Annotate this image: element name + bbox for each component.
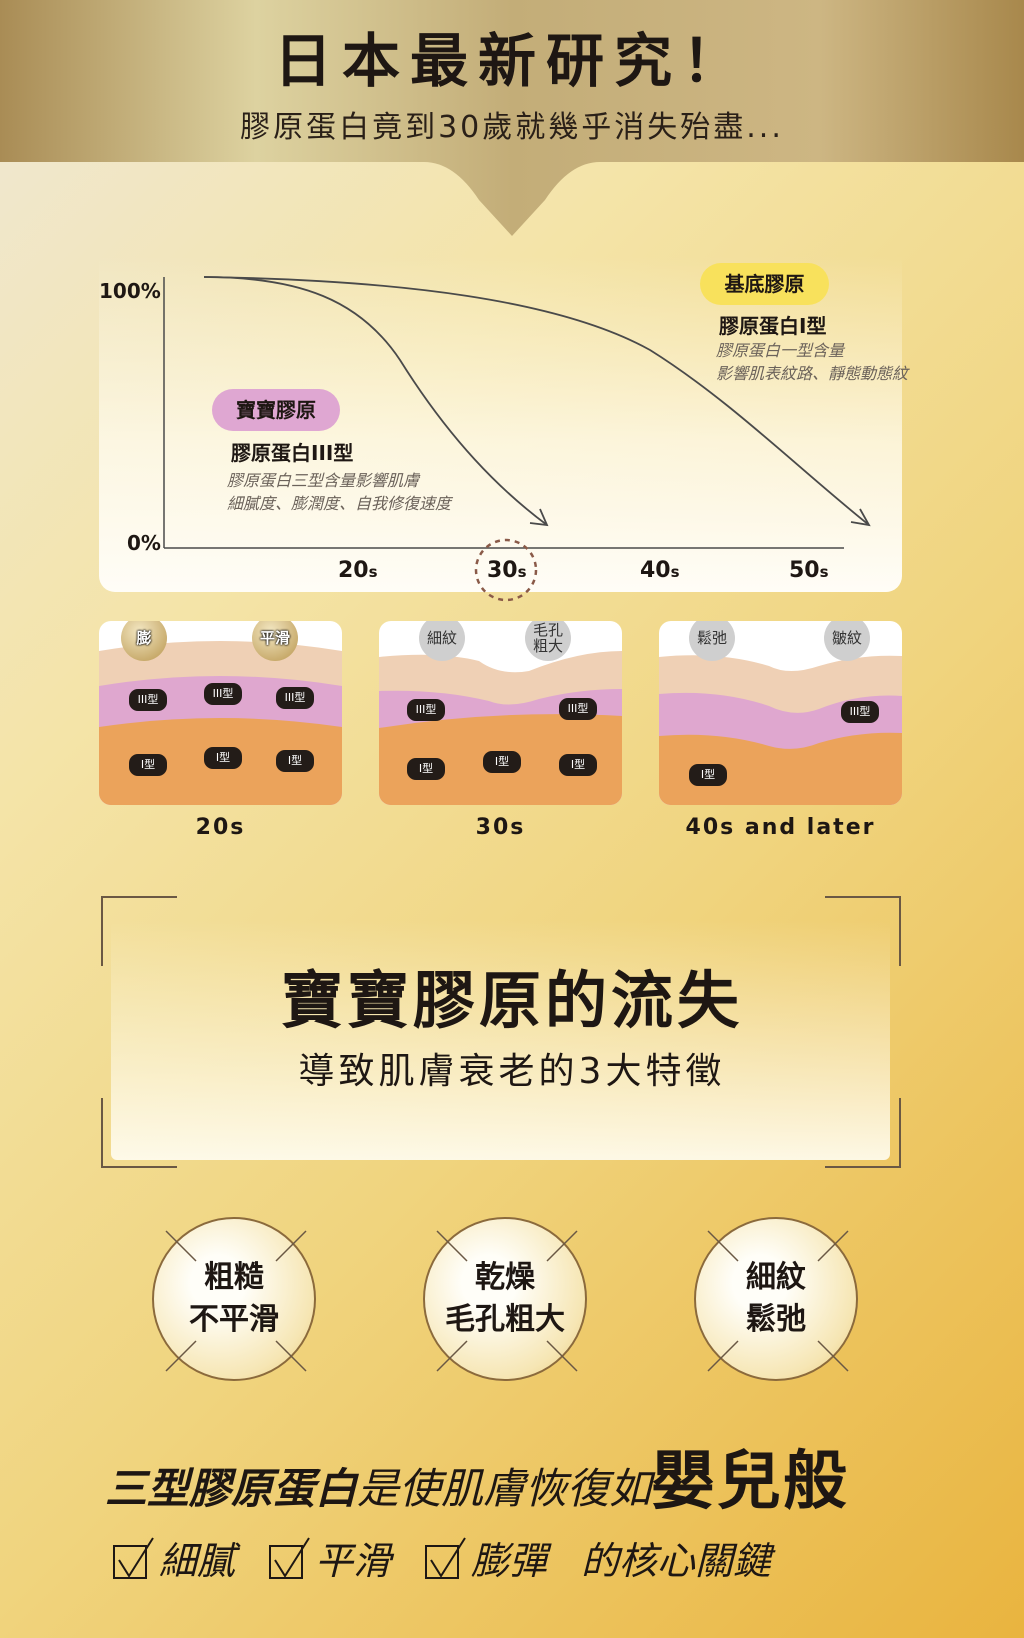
y-label-100: 100% (99, 279, 161, 303)
section-subtitle: 導致肌膚衰老的3大特徵 (298, 1051, 726, 1092)
badge-type3: III型 (407, 699, 445, 721)
type1-arrowhead (850, 508, 871, 527)
age-label-30s: 30s (475, 815, 526, 840)
checkbox-checked-icon (113, 1536, 154, 1579)
badge-type3: III型 (204, 683, 242, 705)
badge-type1: I型 (129, 754, 167, 776)
header-banner (0, 0, 1024, 236)
type1-curve (203, 276, 870, 526)
x-tick-30s: 30s (487, 558, 527, 583)
bubble-fine-lines: 細紋 (419, 621, 465, 661)
badge-type1: I型 (689, 764, 727, 786)
benefits-line: 細膩 平滑 膨彈 的核心關鍵 (113, 1530, 771, 1585)
bubble-plump: 膨 (121, 621, 167, 661)
x-tick-20s: 20s (338, 558, 378, 583)
corner-bracket (825, 896, 901, 966)
badge-type3: III型 (129, 689, 167, 711)
corner-bracket (825, 1098, 901, 1168)
corner-bracket (101, 896, 177, 966)
benefit-item: 膨彈 (425, 1530, 547, 1585)
badge-type1: I型 (483, 751, 521, 773)
feature-dry: 乾燥毛孔粗大 (423, 1217, 587, 1381)
badge-type3: III型 (559, 698, 597, 720)
x-tick-50s: 50s (789, 558, 829, 583)
benefits-tail: 的核心關鍵 (581, 1539, 772, 1583)
skin-panel-40s: 鬆弛 皺紋 III型 I型 (659, 621, 902, 805)
type3-arrowhead (529, 508, 549, 527)
type1-title: 膠原蛋白I型 (719, 314, 827, 338)
tagline: 三型膠原蛋白是使肌膚恢復如嬰兒般 (105, 1445, 850, 1519)
section-title: 寶寶膠原的流失 (280, 964, 743, 1037)
badge-type1: I型 (276, 750, 314, 772)
feature-rough: 粗糙不平滑 (152, 1217, 316, 1381)
cross-marks-icon (165, 1230, 307, 1372)
type1-desc: 膠原蛋白一型含量影響肌表紋路、靜態動態紋 (716, 341, 909, 383)
bubble-sagging: 鬆弛 (689, 621, 735, 661)
checkbox-checked-icon (425, 1536, 466, 1579)
corner-bracket (101, 1098, 177, 1168)
page-subtitle: 膠原蛋白竟到30歲就幾乎消失殆盡... (240, 110, 784, 145)
badge-type1: I型 (204, 747, 242, 769)
skin-panel-30s: 細紋 毛孔粗大 III型 III型 I型 I型 I型 (379, 621, 622, 805)
bubble-large-pores: 毛孔粗大 (525, 621, 571, 661)
cross-marks-icon (707, 1230, 849, 1372)
type3-title: 膠原蛋白III型 (231, 441, 354, 465)
x-tick-40s: 40s (640, 558, 680, 583)
benefit-item: 細膩 (113, 1530, 235, 1585)
feature-lines: 細紋鬆弛 (694, 1217, 858, 1381)
badge-type1: I型 (407, 758, 445, 780)
30s-highlight-circle (474, 538, 538, 602)
checkbox-checked-icon (269, 1536, 310, 1579)
page-title: 日本最新研究！ (273, 27, 750, 95)
cross-marks-icon (436, 1230, 578, 1372)
badge-type1: I型 (559, 754, 597, 776)
type3-desc: 膠原蛋白三型含量影響肌膚細膩度、膨潤度、自我修復速度 (227, 471, 452, 513)
highlight-box (111, 920, 890, 1160)
skin-panel-20s: 膨 平滑 III型 III型 III型 I型 I型 I型 (99, 621, 342, 805)
age-label-20s: 20s (195, 815, 246, 840)
age-label-40s: 40s and later (685, 815, 876, 840)
chart-lines (163, 276, 871, 602)
y-label-0: 0% (127, 531, 161, 555)
badge-type3: III型 (841, 701, 879, 723)
type1-pill: 基底膠原 (700, 263, 829, 305)
type3-curve (203, 276, 548, 526)
benefit-item: 平滑 (269, 1530, 391, 1585)
bubble-smooth: 平滑 (252, 621, 298, 661)
type3-pill: 寶寶膠原 (212, 389, 340, 431)
badge-type3: III型 (276, 687, 314, 709)
bubble-wrinkles: 皺紋 (824, 621, 870, 661)
